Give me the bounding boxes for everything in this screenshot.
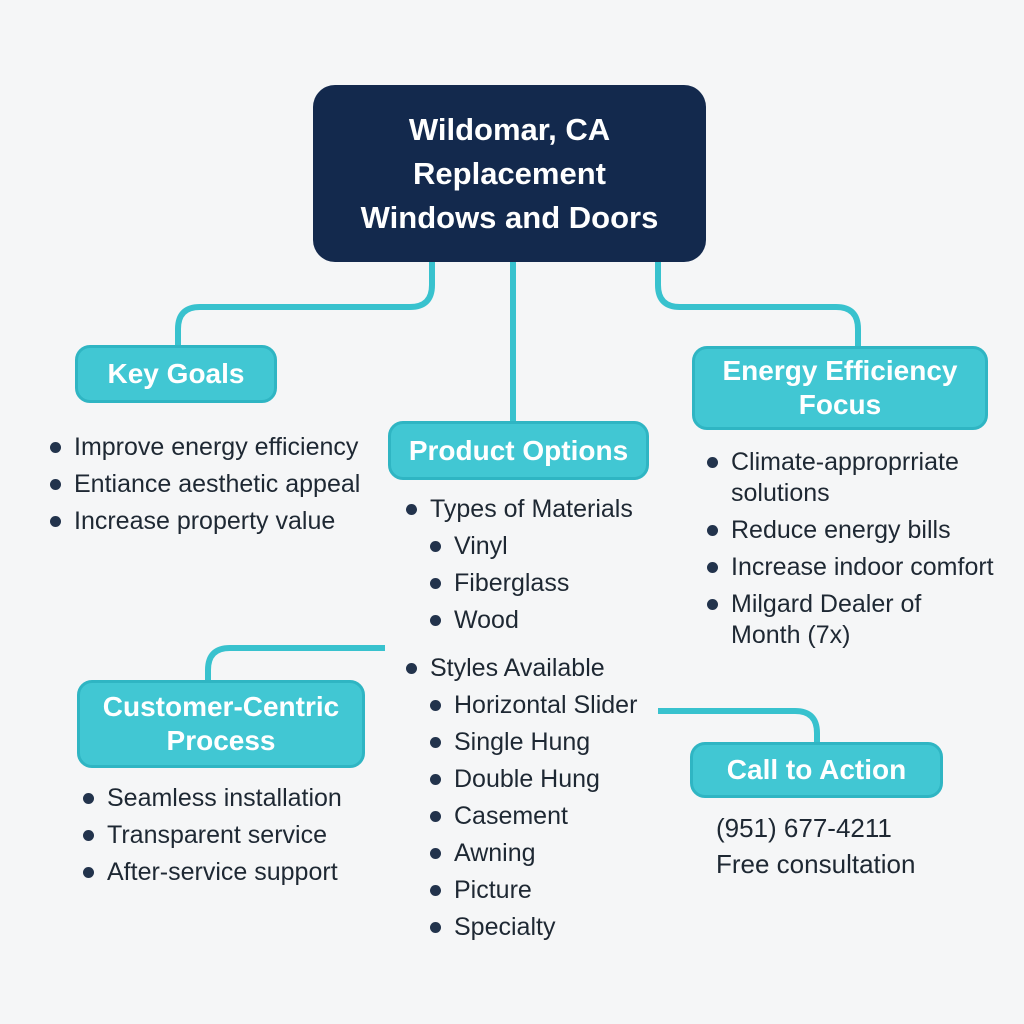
bullet-dot <box>707 457 718 468</box>
list-item: Wood <box>430 602 637 639</box>
node-customer-label-line-1: Customer-Centric <box>102 691 340 722</box>
bullet-dot <box>50 479 61 490</box>
node-key-goals-label: Key Goals <box>107 358 245 389</box>
list-item: Seamless installation <box>83 780 342 817</box>
list-item: Entiance aesthetic appeal <box>50 466 360 503</box>
list-item: Fiberglass <box>430 565 637 602</box>
list-item: Milgard Dealer of Month (7x) <box>707 589 994 651</box>
bullet-dot <box>430 578 441 589</box>
bullet-dot <box>406 663 417 674</box>
bullet-dot <box>83 793 94 804</box>
list-item-label: After-service support <box>107 858 338 886</box>
list-item: After-service support <box>83 854 342 891</box>
bullet-dot <box>430 811 441 822</box>
list-item-label: Picture <box>454 876 532 904</box>
bullet-dot <box>83 867 94 878</box>
list-item: Picture <box>430 872 637 909</box>
list-item-label: Climate-approprriate solutions <box>731 448 959 507</box>
list-item-label: Reduce energy bills <box>731 516 951 544</box>
list-item-label: Transparent service <box>107 821 327 849</box>
list-item-label: Increase indoor comfort <box>731 553 994 581</box>
node-energy-label-line-1: Energy Efficiency <box>722 355 958 386</box>
list-item-label: Vinyl <box>454 532 508 560</box>
group-label: Styles Available <box>430 654 605 682</box>
title-node: Wildomar, CA Replacement Windows and Doo… <box>313 85 706 262</box>
node-energy-efficiency-focus: Energy Efficiency Focus <box>692 346 988 430</box>
list-item-label: Casement <box>454 802 568 830</box>
list-item: Specialty <box>430 909 637 946</box>
list-item-label: Fiberglass <box>454 569 570 597</box>
list-item-label: Entiance aesthetic appeal <box>74 470 361 498</box>
bullet-dot <box>430 885 441 896</box>
bullet-dot <box>707 562 718 573</box>
bullet-dot <box>430 848 441 859</box>
title-line-3: Windows and Doors <box>360 199 659 235</box>
node-call-to-action-label: Call to Action <box>726 754 907 785</box>
bullet-dot <box>430 615 441 626</box>
bullet-dot <box>430 541 441 552</box>
connector-title-to-key-goals <box>175 258 435 348</box>
list-item: Vinyl <box>430 528 637 565</box>
list-item-label: Wood <box>454 606 519 634</box>
title-line-2: Replacement <box>413 155 606 191</box>
bullet-dot <box>50 516 61 527</box>
list-item-label: Awning <box>454 839 536 867</box>
node-product-options-label: Product Options <box>408 434 629 466</box>
list-item-label: Specialty <box>454 913 556 941</box>
list-item-label: Seamless installation <box>107 784 342 812</box>
consultation-note: Free consultation <box>716 849 916 879</box>
list-item: Climate-approprriate solutions <box>707 447 994 509</box>
energy-focus-list: Climate-approprriate solutions Reduce en… <box>707 447 994 657</box>
list-item: Casement <box>430 798 637 835</box>
list-item: Awning <box>430 835 637 872</box>
list-item: Double Hung <box>430 761 637 798</box>
list-item: Reduce energy bills <box>707 515 994 546</box>
customer-process-list: Seamless installation Transparent servic… <box>83 780 342 891</box>
node-product-options: Product Options <box>388 421 649 480</box>
list-item-label: Improve energy efficiency <box>74 433 359 461</box>
styles-sublist: Horizontal Slider Single Hung Double Hun… <box>406 687 637 946</box>
connector-to-call-to-action <box>658 708 820 745</box>
list-item: Types of Materials <box>406 491 637 528</box>
bullet-dot <box>406 504 417 515</box>
product-options-list: Types of Materials Vinyl Fiberglass Wood… <box>406 491 637 946</box>
connector-title-to-energy-focus <box>655 258 861 350</box>
list-item-label: Horizontal Slider <box>454 691 638 719</box>
bullet-dot <box>430 737 441 748</box>
materials-sublist: Vinyl Fiberglass Wood <box>406 528 637 639</box>
list-item-label: Double Hung <box>454 765 600 793</box>
list-item: Transparent service <box>83 817 342 854</box>
bullet-dot <box>50 442 61 453</box>
node-energy-label-line-2: Focus <box>798 389 882 420</box>
list-item: Improve energy efficiency <box>50 429 360 466</box>
list-item-label: Increase property value <box>74 507 336 535</box>
bullet-dot <box>430 700 441 711</box>
bullet-dot <box>430 774 441 785</box>
node-call-to-action: Call to Action <box>690 742 943 798</box>
list-item: Horizontal Slider <box>430 687 637 724</box>
bullet-dot <box>707 525 718 536</box>
list-item: Increase indoor comfort <box>707 552 994 583</box>
title-line-1: Wildomar, CA <box>408 111 611 147</box>
key-goals-list: Improve energy efficiency Entiance aesth… <box>50 429 360 540</box>
group-label: Types of Materials <box>430 495 633 523</box>
bullet-dot <box>707 599 718 610</box>
bullet-dot <box>430 922 441 933</box>
list-item: Increase property value <box>50 503 360 540</box>
list-item-label: Single Hung <box>454 728 591 756</box>
list-item-label: Milgard Dealer of Month (7x) <box>731 590 922 649</box>
list-item: Single Hung <box>430 724 637 761</box>
connector-to-customer-process <box>205 645 385 683</box>
call-to-action-details: (951) 677-4211 Free consultation <box>716 810 915 882</box>
list-item: Styles Available <box>406 650 637 687</box>
node-customer-centric-process: Customer-Centric Process <box>77 680 365 768</box>
bullet-dot <box>83 830 94 841</box>
node-key-goals: Key Goals <box>75 345 277 403</box>
phone-number: (951) 677-4211 <box>716 813 892 843</box>
node-customer-label-line-2: Process <box>166 725 276 756</box>
